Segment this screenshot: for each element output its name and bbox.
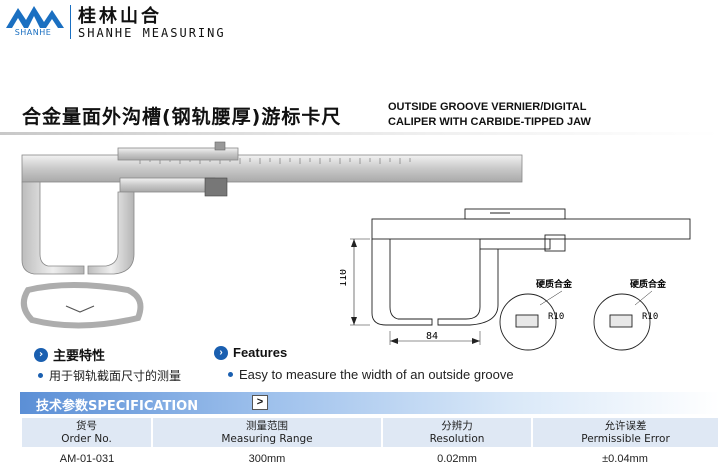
- column-header-en: Measuring Range: [221, 432, 313, 445]
- chevron-right-icon: ›: [34, 347, 48, 362]
- product-title-en-line1: OUTSIDE GROOVE VERNIER/DIGITAL: [388, 101, 587, 113]
- bullet-icon: [38, 373, 43, 378]
- feature-item-cn-text: 用于钢轨截面尺寸的测量: [49, 369, 182, 383]
- features-heading-cn: › 主要特性: [34, 345, 105, 364]
- radius-right-label: R10: [642, 312, 658, 322]
- spec-table-header-row: 货号 Order No. 测量范围 Measuring Range 分辨力 Re…: [22, 418, 718, 448]
- title-divider: [0, 132, 720, 135]
- shanhe-logo-icon: [6, 6, 64, 28]
- feature-item-en: Easy to measure the width of an outside …: [228, 367, 514, 382]
- spec-header-bar: 技术参数SPECIFICATION >: [20, 392, 720, 414]
- column-header-en: Order No.: [61, 432, 112, 445]
- chevron-right-icon: >: [252, 395, 268, 410]
- column-header-en: Permissible Error: [581, 432, 670, 445]
- column-header-cn: 分辨力: [441, 419, 473, 432]
- features-heading-en: › Features: [214, 345, 287, 360]
- dim-height-label: 110: [340, 269, 349, 287]
- feature-item-cn: 用于钢轨截面尺寸的测量: [38, 367, 181, 384]
- column-header-en: Resolution: [429, 432, 485, 445]
- column-header-order-no: 货号 Order No.: [22, 418, 153, 448]
- cell-permissible-error: ±0.04mm: [532, 447, 718, 468]
- column-header-cn: 允许误差: [604, 419, 647, 432]
- bullet-icon: [228, 372, 233, 377]
- spec-table: 货号 Order No. 测量范围 Measuring Range 分辨力 Re…: [22, 418, 718, 468]
- brand-sub-label: SHANHE: [14, 28, 52, 37]
- column-header-cn: 货号: [76, 419, 97, 432]
- product-title-cn: 合金量面外沟槽(钢轨腰厚)游标卡尺: [22, 106, 342, 128]
- radius-left-label: R10: [548, 312, 564, 322]
- caliper-photo: [20, 141, 523, 329]
- cell-measuring-range: 300mm: [152, 447, 382, 468]
- spec-title: 技术参数SPECIFICATION: [36, 399, 199, 414]
- technical-drawing: 110 84 硬质合金 硬质合金 R10 R10: [340, 208, 691, 351]
- product-title-en: OUTSIDE GROOVE VERNIER/DIGITAL CALIPER W…: [388, 100, 591, 130]
- column-header-cn: 测量范围: [246, 419, 288, 432]
- callout-right: 硬质合金: [630, 278, 667, 290]
- features-heading-cn-text: 主要特性: [53, 349, 106, 364]
- column-header-measuring-range: 测量范围 Measuring Range: [152, 418, 383, 448]
- cell-resolution: 0.02mm: [382, 447, 532, 468]
- table-row: AM-01-031 300mm 0.02mm ±0.04mm: [22, 447, 718, 468]
- brand-name-en: SHANHE MEASURING: [78, 26, 226, 40]
- column-header-resolution: 分辨力 Resolution: [382, 418, 533, 448]
- features-heading-en-text: Features: [233, 345, 288, 360]
- chevron-right-icon: ›: [214, 345, 228, 360]
- brand-name-cn: 桂林山合: [78, 6, 162, 27]
- callout-left: 硬质合金: [536, 278, 573, 290]
- cell-order-no: AM-01-031: [22, 447, 152, 468]
- column-header-permissible-error: 允许误差 Permissible Error: [532, 418, 718, 448]
- feature-item-en-text: Easy to measure the width of an outside …: [239, 367, 514, 382]
- brand-separator: [70, 5, 71, 39]
- dim-width-label: 84: [426, 331, 438, 342]
- product-title-en-line2: CALIPER WITH CARBIDE-TIPPED JAW: [388, 116, 591, 128]
